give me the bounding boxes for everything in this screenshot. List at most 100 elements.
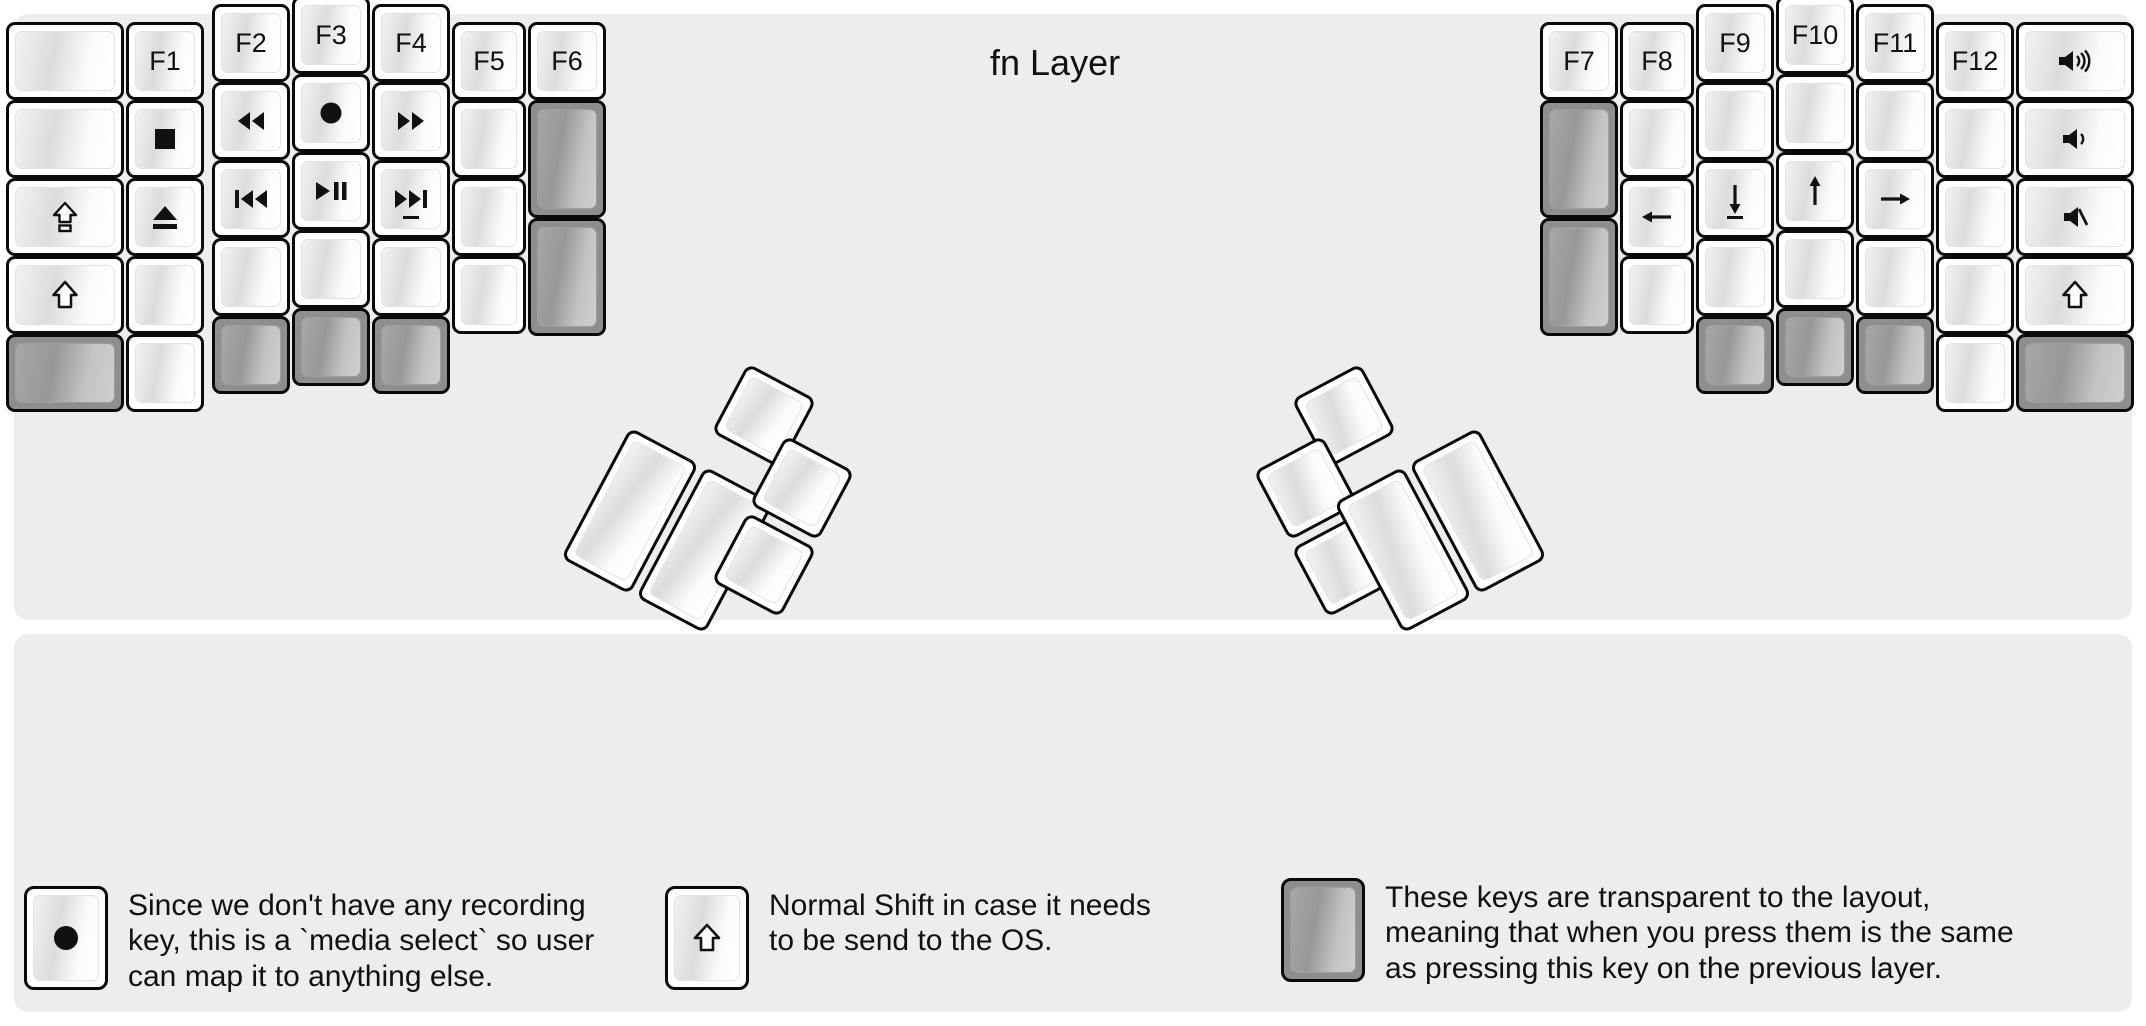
legend-item-shift: Normal Shift in case it needs to be send… bbox=[665, 886, 1151, 990]
key-right-middle-1[interactable] bbox=[1776, 74, 1854, 152]
key-label: F7 bbox=[1563, 45, 1595, 76]
key-left-middle-1[interactable] bbox=[292, 74, 370, 152]
key-right-inner-1[interactable] bbox=[1540, 100, 1618, 218]
key-left-index-1[interactable] bbox=[372, 82, 450, 160]
key-right-pinky-outer-2[interactable] bbox=[2016, 178, 2134, 256]
legend-key-record bbox=[24, 886, 108, 990]
legend-text-transparent: These keys are transparent to the layout… bbox=[1385, 881, 2014, 985]
key-right-pinky-outer-0[interactable] bbox=[2016, 22, 2134, 100]
key-left-middle-0[interactable]: F3 bbox=[292, 0, 370, 74]
arrow-right-icon bbox=[1881, 193, 1910, 205]
key-left-index-inner-1[interactable] bbox=[452, 100, 526, 178]
key-right-inner-2[interactable] bbox=[1540, 218, 1618, 336]
media-record-icon bbox=[320, 102, 342, 124]
key-left-pinky-outer-0[interactable] bbox=[6, 22, 124, 100]
key-icon-holder bbox=[233, 108, 269, 134]
key-left-index-inner-2[interactable] bbox=[452, 178, 526, 256]
legend-key-shift bbox=[665, 886, 749, 990]
key-right-pinky-outer-4[interactable] bbox=[2016, 334, 2134, 412]
key-right-pinky-2[interactable] bbox=[1936, 178, 2014, 256]
key-left-index-4[interactable] bbox=[372, 316, 450, 394]
shift-icon bbox=[52, 280, 78, 309]
key-right-index-1[interactable] bbox=[1696, 82, 1774, 160]
volume-up-icon bbox=[2059, 49, 2091, 73]
key-left-pinky-4[interactable] bbox=[126, 334, 204, 412]
key-icon-holder bbox=[2059, 125, 2091, 153]
key-right-index-2[interactable] bbox=[1696, 160, 1774, 238]
key-right-ring-3[interactable] bbox=[1856, 238, 1934, 316]
legend-item-transparent: These keys are transparent to the layout… bbox=[1281, 878, 2014, 986]
key-right-index-inner-0[interactable]: F8 bbox=[1620, 22, 1694, 100]
key-left-index-inner-3[interactable] bbox=[452, 256, 526, 334]
key-label: F6 bbox=[551, 45, 583, 76]
key-label: F11 bbox=[1872, 27, 1918, 58]
key-icon-holder bbox=[2060, 203, 2090, 231]
key-right-pinky-3[interactable] bbox=[1936, 256, 2014, 334]
key-left-ring-3[interactable] bbox=[212, 238, 290, 316]
key-left-index-0[interactable]: F4 bbox=[372, 4, 450, 82]
legend-panel bbox=[14, 634, 2132, 1012]
key-right-middle-4[interactable] bbox=[1776, 308, 1854, 386]
key-left-ring-4[interactable] bbox=[212, 316, 290, 394]
key-right-ring-1[interactable] bbox=[1856, 82, 1934, 160]
key-left-ring-2[interactable] bbox=[212, 160, 290, 238]
key-right-inner-0[interactable]: F7 bbox=[1540, 22, 1618, 100]
key-icon-holder bbox=[393, 108, 429, 134]
volume-down-icon bbox=[2063, 129, 2085, 149]
key-label: F1 bbox=[149, 45, 181, 76]
key-left-pinky-outer-1[interactable] bbox=[6, 100, 124, 178]
homing-bar bbox=[403, 216, 419, 219]
key-right-middle-3[interactable] bbox=[1776, 230, 1854, 308]
key-right-index-inner-1[interactable] bbox=[1620, 100, 1694, 178]
volume-mute-icon bbox=[2064, 207, 2089, 227]
key-right-index-3[interactable] bbox=[1696, 238, 1774, 316]
key-icon-holder bbox=[51, 279, 79, 311]
key-right-index-inner-2[interactable] bbox=[1620, 178, 1694, 256]
key-left-inner-2[interactable] bbox=[528, 218, 606, 336]
key-left-pinky-outer-2[interactable] bbox=[6, 178, 124, 256]
media-next-track-icon bbox=[395, 190, 427, 208]
key-left-inner-0[interactable]: F6 bbox=[528, 22, 606, 100]
key-left-pinky-1[interactable] bbox=[126, 100, 204, 178]
key-left-middle-2[interactable] bbox=[292, 152, 370, 230]
key-right-pinky-outer-1[interactable] bbox=[2016, 100, 2134, 178]
key-right-middle-0[interactable]: F10 bbox=[1776, 0, 1854, 74]
key-left-pinky-0[interactable]: F1 bbox=[126, 22, 204, 100]
key-right-pinky-0[interactable]: F12 bbox=[1936, 22, 2014, 100]
key-icon-holder bbox=[316, 98, 346, 128]
key-right-pinky-1[interactable] bbox=[1936, 100, 2014, 178]
key-right-pinky-outer-3[interactable] bbox=[2016, 256, 2134, 334]
key-left-ring-0[interactable]: F2 bbox=[212, 4, 290, 82]
key-left-middle-4[interactable] bbox=[292, 308, 370, 386]
key-left-middle-3[interactable] bbox=[292, 230, 370, 308]
key-icon-holder bbox=[2061, 279, 2089, 311]
key-right-index-0[interactable]: F9 bbox=[1696, 4, 1774, 82]
key-right-middle-2[interactable] bbox=[1776, 152, 1854, 230]
key-label: F2 bbox=[235, 27, 267, 58]
media-record-icon bbox=[54, 926, 78, 950]
key-right-ring-2[interactable] bbox=[1856, 160, 1934, 238]
key-icon-holder bbox=[51, 200, 79, 234]
key-icon-holder bbox=[2055, 47, 2095, 75]
key-right-index-4[interactable] bbox=[1696, 316, 1774, 394]
key-left-pinky-3[interactable] bbox=[126, 256, 204, 334]
page-title: fn Layer bbox=[990, 42, 1121, 83]
key-left-index-inner-0[interactable]: F5 bbox=[452, 22, 526, 100]
key-right-ring-0[interactable]: F11 bbox=[1856, 4, 1934, 82]
key-left-pinky-2[interactable] bbox=[126, 178, 204, 256]
key-icon-holder bbox=[1723, 181, 1747, 217]
caps-lock-icon bbox=[52, 201, 78, 233]
key-label: F8 bbox=[1641, 45, 1673, 76]
key-right-ring-4[interactable] bbox=[1856, 316, 1934, 394]
key-left-index-3[interactable] bbox=[372, 238, 450, 316]
key-left-inner-1[interactable] bbox=[528, 100, 606, 218]
key-left-ring-1[interactable] bbox=[212, 82, 290, 160]
key-left-pinky-outer-3[interactable] bbox=[6, 256, 124, 334]
shift-icon bbox=[2062, 280, 2088, 309]
key-right-pinky-4[interactable] bbox=[1936, 334, 2014, 412]
key-left-pinky-outer-4[interactable] bbox=[6, 334, 124, 412]
legend-item-record: Since we don't have any recording key, t… bbox=[24, 886, 594, 994]
key-left-index-2[interactable] bbox=[372, 160, 450, 238]
key-right-index-inner-3[interactable] bbox=[1620, 256, 1694, 334]
